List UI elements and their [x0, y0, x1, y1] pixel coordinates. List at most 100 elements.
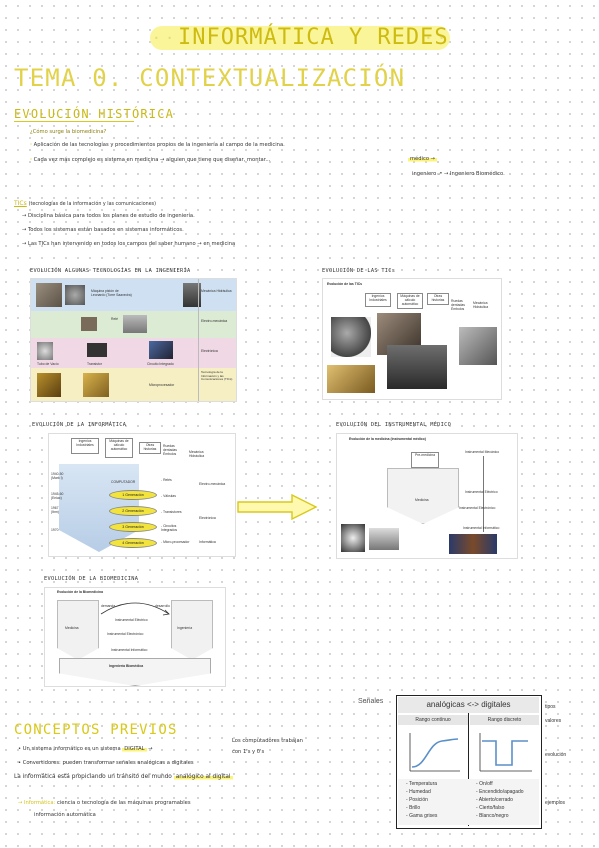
- row-label-tics: Tecnología de la Información y las Comun…: [201, 370, 233, 382]
- p3-ruedas: Ruedas dentadas Émbolos: [163, 444, 177, 456]
- p4-vertical-line: [483, 456, 484, 532]
- p3-item-micro: - Micro-procesador: [161, 540, 190, 544]
- concept-item-3: La informática está propiciando un tráns…: [14, 774, 233, 780]
- p3-year-4: 1970: [51, 528, 59, 532]
- rango-continuo: Rango contínuo: [398, 715, 468, 725]
- side-label-valores: valores: [545, 718, 562, 724]
- p5-desarrollo: desarrollo: [155, 604, 170, 608]
- relay-image: [81, 317, 97, 331]
- p5-left-column: [57, 600, 99, 660]
- tics-item-2: → Todos los sistemas están basados en si…: [22, 227, 184, 233]
- p5-demanda: demanda: [101, 604, 116, 608]
- digital-ex-3: - Abierto/cerrado: [476, 797, 513, 803]
- p3-item-reles: - Relés: [161, 478, 172, 482]
- p3-year-3: 1967 (Ibm): [51, 506, 59, 514]
- transistor-image: [87, 343, 107, 357]
- engine-photo: [387, 345, 447, 389]
- history-line-1: · Aplicación de las tecnologías y proced…: [30, 142, 285, 148]
- analog-ex-1: - Temperatura: [406, 781, 438, 787]
- analog-ex-4: - Brillo: [406, 805, 421, 811]
- row-label-mecanica: Mecánica Hidráulica: [201, 289, 232, 293]
- p4-medicina: Medicina: [415, 498, 429, 502]
- concept-item-4: → Informática: ciencia o tecnología de l…: [18, 800, 191, 806]
- p5-ing-biomedica: Ingeniería Biomédica: [109, 664, 144, 668]
- piston-label: Máquina pistón de Leonardo (Torre Saaved…: [91, 289, 132, 297]
- p4-inst-mecanico: Instrumental Mecánico: [465, 450, 500, 454]
- signals-title-bar: analógicas <-> digitales: [398, 697, 539, 713]
- panel-1-tech-evolution: Máquina pistón de Leonardo (Torre Saaved…: [30, 278, 237, 402]
- concept-item-4c: información automática: [34, 812, 96, 818]
- tics-expansion: (tecnologías de la información y las com…: [28, 202, 157, 207]
- title-dots-left: • •: [154, 34, 175, 43]
- digital-highlight: DIGITAL: [122, 746, 147, 752]
- row-label-electronica: Electrónica: [201, 349, 218, 353]
- p2-subtitle: Evolución de las TICs: [327, 282, 363, 286]
- digital-ex-5: - Blanco/negro: [476, 813, 509, 819]
- concepts-title: CONCEPTOS PREVIOS: [14, 722, 178, 738]
- section-title: EVOLUCIÓN HISTÓRICA: [14, 107, 175, 121]
- p5-curved-arrows-icon: [100, 602, 170, 616]
- p5-right-column: [171, 600, 213, 660]
- p3-cat-electromecanica: Electro-mecánica: [199, 482, 226, 486]
- p3-gen-2: 2 Generación: [109, 506, 157, 516]
- p4-inst-informatico: Instrumental Informático: [463, 526, 500, 530]
- server-rack-image: [449, 534, 497, 554]
- analog-curve-icon: [409, 733, 460, 772]
- p5-inst-informatico: Instrumental Informático: [111, 648, 148, 652]
- concept-note-2: con 1's y 0's: [232, 749, 265, 755]
- digital-ex-2: - Encendido/apagado: [476, 789, 524, 795]
- ic-label: Circuito Integrado: [147, 362, 174, 366]
- piston-machine-image: [36, 283, 62, 307]
- p2-mecanica: Mecánica Hidráulica: [473, 301, 489, 309]
- microprocessor-image: [83, 373, 109, 397]
- p3-computador: COMPUTADOR: [111, 480, 136, 484]
- p3-item-transistores: - Transistores: [161, 510, 182, 514]
- signals-heading: Señales: [358, 698, 384, 705]
- row-labels-divider: [198, 279, 199, 401]
- panel-4-medical-instruments: Evolución de la medicina (instrumental m…: [336, 433, 518, 559]
- tics-item-3: → Las TICs han intervenido en todos los …: [22, 241, 236, 247]
- bird-automaton-image: [331, 317, 371, 357]
- tics-heading: TICs (tecnologías de la información y la…: [14, 200, 156, 207]
- p3-item-valvulas: - Válvulas: [161, 494, 176, 498]
- side-label-evolucion: evolución: [545, 752, 567, 758]
- analog-digital-highlight: analógico al digital: [173, 774, 233, 780]
- panel-2-caption: EVOLUCIÓN DE LAS TICs: [322, 268, 396, 274]
- xray-image: [341, 524, 365, 552]
- panel-5-caption: EVOLUCIÓN DE LA BIOMEDICINA: [44, 576, 139, 582]
- p3-cat-electronica: Electrónica: [199, 516, 216, 520]
- p3-cat-informatica: Informática: [199, 540, 216, 544]
- p2-box-maquinas: Máquinas de cálculo automático: [397, 293, 423, 309]
- analog-ex-2: - Humedad: [406, 789, 431, 795]
- p5-subtitle: Evolución de la Biomedicina: [57, 590, 103, 594]
- ingeniero-note: ingeniero ↗ → Ingeniero Biomédico.: [412, 171, 505, 177]
- digital-ex-1: - On/off: [476, 781, 493, 787]
- row-tics: [31, 368, 236, 401]
- panel-2-tics-evolution: Evolución de las TICs Ingenios Industria…: [322, 278, 502, 400]
- p3-box-maquinas: Máquinas de cálculo automático: [105, 438, 133, 458]
- history-line-2: · Cada vez más complejo es sistema en me…: [30, 157, 271, 163]
- vacuum-tube-image: [37, 342, 53, 360]
- row-electronica: [31, 338, 236, 368]
- digital-ex-4: - Cierto/falso: [476, 805, 505, 811]
- p3-box-otras: Otras historias: [139, 442, 161, 454]
- p4-inst-electronico: Instrumental Electrónico: [459, 506, 496, 510]
- p3-gen-3: 3 Generación: [109, 522, 157, 532]
- side-label-tipos: tipos: [545, 704, 556, 710]
- section-underline: [14, 121, 134, 123]
- panel-5-biomedicine: Evolución de la Biomedicina Medicina Ing…: [44, 587, 226, 687]
- tics-label: TICs: [14, 200, 27, 207]
- pcb-image: [37, 373, 61, 397]
- p3-gen-1: 1 Generación: [109, 490, 157, 500]
- gear-machine-image: [65, 285, 85, 305]
- panel-4-caption: EVOLUCIÓN DEL INSTRUMENTAL MÉDICO: [336, 422, 452, 428]
- p3-year-1: 1940-50 (Mark I): [51, 472, 64, 480]
- digital-square-wave-icon: [479, 733, 532, 772]
- relay-label: Relé: [111, 317, 118, 321]
- tics-item-1: → Disciplina básica para todos los plane…: [22, 213, 195, 219]
- panel-3-informatics: Ingenios Industriales Máquinas de cálcul…: [48, 433, 236, 557]
- panel-3-caption: EVOLUCIÓN DE LA INFORMÁTICA: [32, 422, 127, 428]
- history-question: ¿Cómo surge la biomedicina?: [30, 129, 107, 135]
- p5-ingenieria: Ingeniería: [177, 626, 193, 630]
- p4-subtitle: Evolución de la medicina (instrumental m…: [349, 437, 426, 441]
